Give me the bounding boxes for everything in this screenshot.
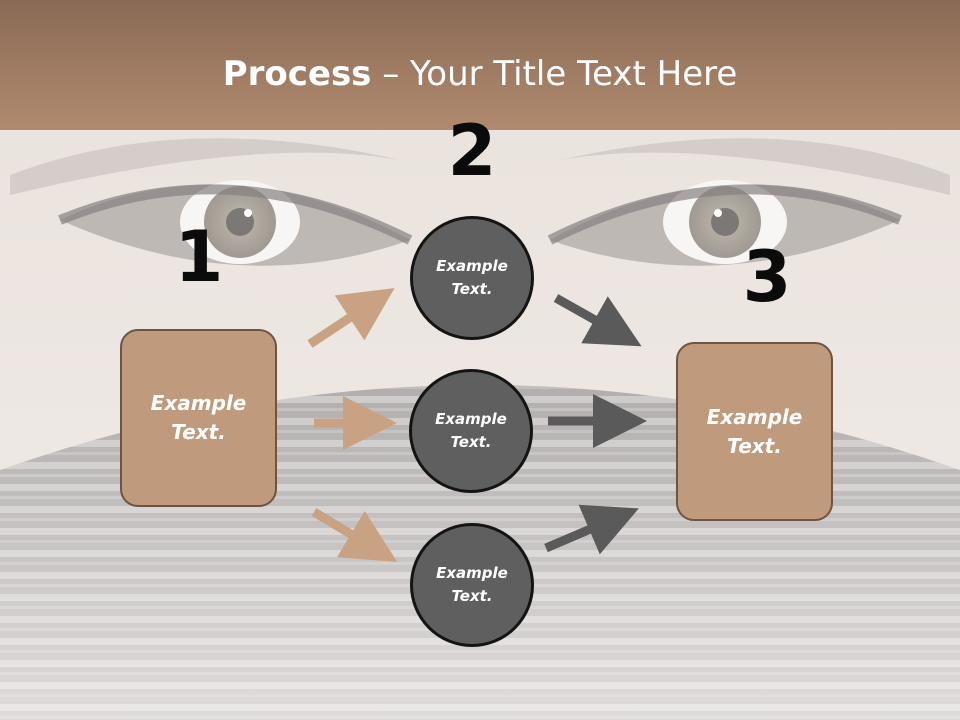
arrow-bottom-to-right bbox=[544, 504, 639, 555]
step-box-left: Example Text. bbox=[120, 329, 277, 507]
circle-top: Example Text. bbox=[410, 216, 534, 340]
arrow-left-to-top bbox=[307, 288, 395, 348]
step-number-1: 1 bbox=[174, 216, 224, 298]
step-box-right: Example Text. bbox=[676, 342, 833, 521]
title-rest: – Your Title Text Here bbox=[371, 54, 738, 94]
circle-bottom: Example Text. bbox=[410, 523, 534, 647]
title-bold: Process bbox=[222, 54, 372, 94]
step-number-2: 2 bbox=[447, 110, 497, 192]
arrow-top-to-right bbox=[553, 294, 642, 347]
circle-middle: Example Text. bbox=[409, 369, 533, 493]
step-number-3: 3 bbox=[742, 236, 792, 318]
arrow-left-to-bottom bbox=[311, 508, 398, 562]
slide-title: Process – Your Title Text Here bbox=[0, 52, 960, 96]
